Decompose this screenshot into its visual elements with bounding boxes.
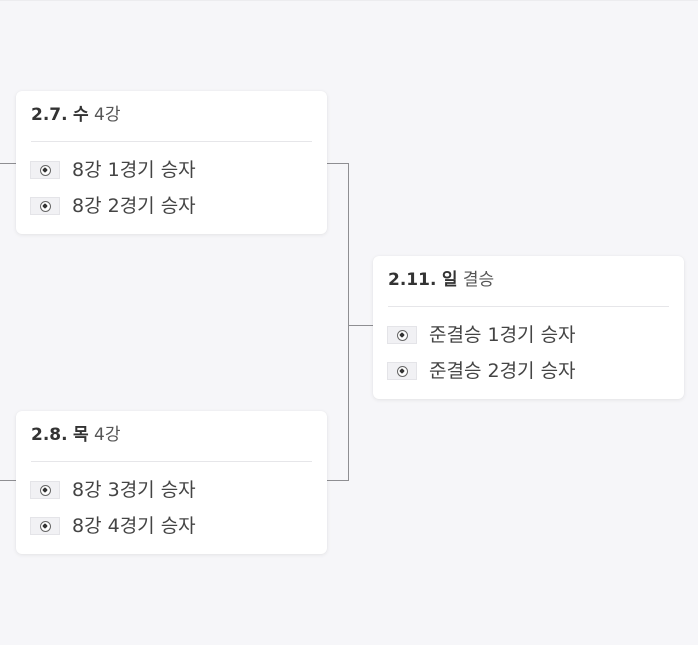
team-row[interactable]: 8강 1경기 승자 bbox=[30, 157, 196, 183]
match-round: 4강 bbox=[94, 105, 121, 125]
soccer-ball-icon bbox=[387, 326, 417, 344]
match-round: 결승 bbox=[462, 270, 495, 290]
match-card-final[interactable]: 2.11. 일 결승 준결승 1경기 승자 준결승 2경기 승자 bbox=[373, 256, 684, 399]
team-row[interactable]: 준결승 1경기 승자 bbox=[387, 322, 576, 348]
team-row[interactable]: 8강 2경기 승자 bbox=[30, 193, 196, 219]
match-header: 2.7. 수 4강 bbox=[31, 104, 121, 126]
soccer-ball-icon bbox=[30, 161, 60, 179]
match-round: 4강 bbox=[94, 425, 121, 445]
match-day: 목 bbox=[72, 425, 89, 445]
team-name: 준결승 2경기 승자 bbox=[429, 360, 576, 382]
match-date: 2.8. bbox=[31, 425, 68, 445]
soccer-ball-icon bbox=[30, 197, 60, 215]
match-day: 일 bbox=[441, 270, 458, 290]
match-card-semi-1[interactable]: 2.7. 수 4강 8강 1경기 승자 8강 2경기 승자 bbox=[16, 91, 327, 234]
match-date: 2.7. bbox=[31, 105, 68, 125]
soccer-ball-icon bbox=[30, 517, 60, 535]
connector-in-semi-2 bbox=[0, 480, 16, 481]
match-date: 2.11. bbox=[388, 270, 437, 290]
card-divider bbox=[31, 461, 312, 462]
card-divider bbox=[388, 306, 669, 307]
connector-in-semi-1 bbox=[0, 163, 16, 164]
team-name: 8강 4경기 승자 bbox=[72, 515, 196, 537]
match-day: 수 bbox=[72, 105, 89, 125]
soccer-ball-icon bbox=[387, 362, 417, 380]
card-divider bbox=[31, 141, 312, 142]
match-header: 2.11. 일 결승 bbox=[388, 269, 494, 291]
team-name: 준결승 1경기 승자 bbox=[429, 324, 576, 346]
connector-to-final bbox=[348, 325, 373, 326]
match-header: 2.8. 목 4강 bbox=[31, 424, 121, 446]
team-name: 8강 1경기 승자 bbox=[72, 159, 196, 181]
team-name: 8강 3경기 승자 bbox=[72, 479, 196, 501]
soccer-ball-icon bbox=[30, 481, 60, 499]
match-card-semi-2[interactable]: 2.8. 목 4강 8강 3경기 승자 8강 4경기 승자 bbox=[16, 411, 327, 554]
connector-vertical bbox=[348, 163, 349, 481]
connector-out-semi-2 bbox=[327, 480, 349, 481]
team-row[interactable]: 8강 3경기 승자 bbox=[30, 477, 196, 503]
team-row[interactable]: 준결승 2경기 승자 bbox=[387, 358, 576, 384]
top-divider bbox=[0, 0, 698, 1]
team-name: 8강 2경기 승자 bbox=[72, 195, 196, 217]
team-row[interactable]: 8강 4경기 승자 bbox=[30, 513, 196, 539]
connector-out-semi-1 bbox=[327, 163, 349, 164]
